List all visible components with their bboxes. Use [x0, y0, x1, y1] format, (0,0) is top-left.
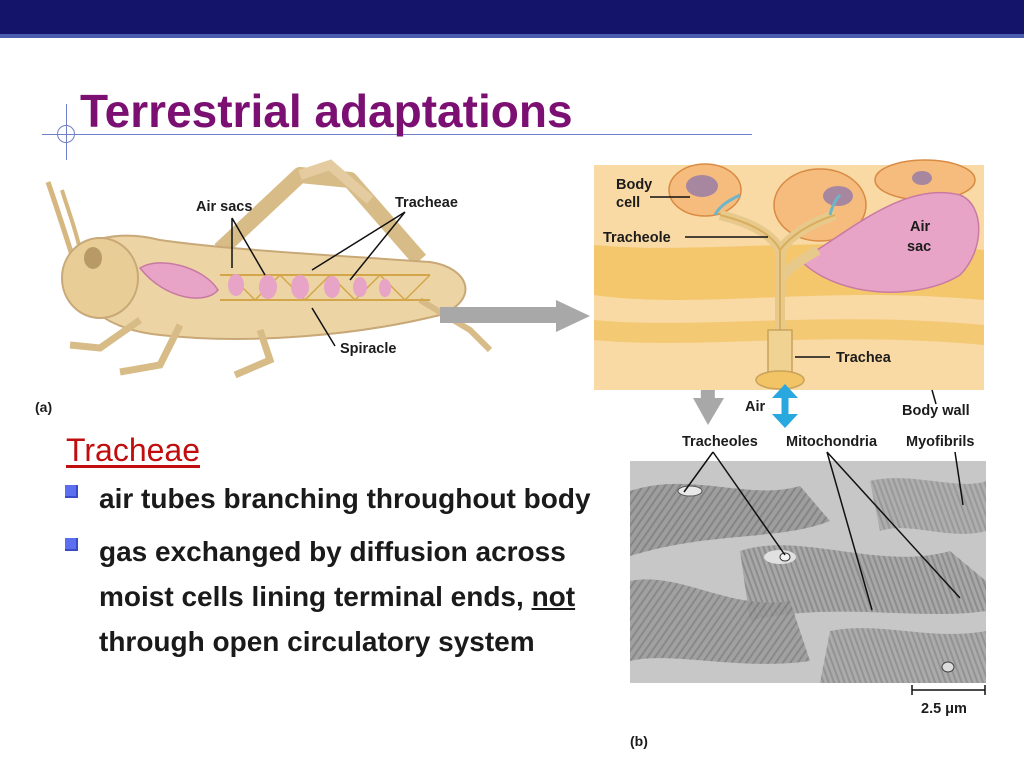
panel-b-label: (b): [630, 733, 648, 749]
grasshopper-illustration: [45, 159, 493, 379]
label-air-sac-2: sac: [907, 239, 931, 255]
label-air-sac-1: Air: [910, 219, 931, 235]
label-tracheae: Tracheae: [395, 195, 458, 211]
bullet-text: air tubes branching throughout body: [99, 483, 591, 514]
label-air-sacs: Air sacs: [196, 199, 252, 215]
label-tracheoles: Tracheoles: [682, 434, 758, 450]
label-body-wall: Body wall: [902, 403, 970, 419]
label-air: Air: [745, 399, 766, 415]
grey-arrowhead-right: [556, 300, 590, 332]
bullet-text-after: through open circulatory system: [99, 626, 535, 657]
label-body-cell-2: cell: [616, 195, 640, 211]
bullet-list: air tubes branching throughout body gas …: [64, 476, 629, 672]
bullet-text-before: gas exchanged by diffusion across moist …: [99, 536, 566, 612]
slide-title: Terrestrial adaptations: [80, 85, 573, 137]
subheading-tracheae: Tracheae: [66, 432, 200, 468]
label-scale-bar: 2.5 μm: [921, 701, 967, 717]
bullet-text-emphasis: not: [531, 581, 576, 612]
label-mitochondria: Mitochondria: [786, 434, 878, 450]
grey-arrowhead-down: [693, 398, 724, 425]
bullet-item: gas exchanged by diffusion across moist …: [64, 529, 629, 664]
bullet-square-icon: [65, 538, 78, 551]
label-myofibrils: Myofibrils: [906, 434, 974, 450]
bullet-item: air tubes branching throughout body: [64, 476, 629, 521]
panel-a-label: (a): [35, 399, 52, 415]
label-spiracle: Spiracle: [340, 341, 396, 357]
bullet-square-icon: [65, 485, 78, 498]
top-banner: [0, 0, 1024, 38]
label-body-cell-1: Body: [616, 177, 652, 193]
label-tracheole: Tracheole: [603, 230, 671, 246]
micrograph-image: [630, 461, 986, 683]
trachea-diagram: [594, 159, 986, 695]
label-trachea: Trachea: [836, 350, 892, 366]
title-rule: [42, 134, 752, 135]
title-crosshair-circle: [57, 125, 75, 143]
